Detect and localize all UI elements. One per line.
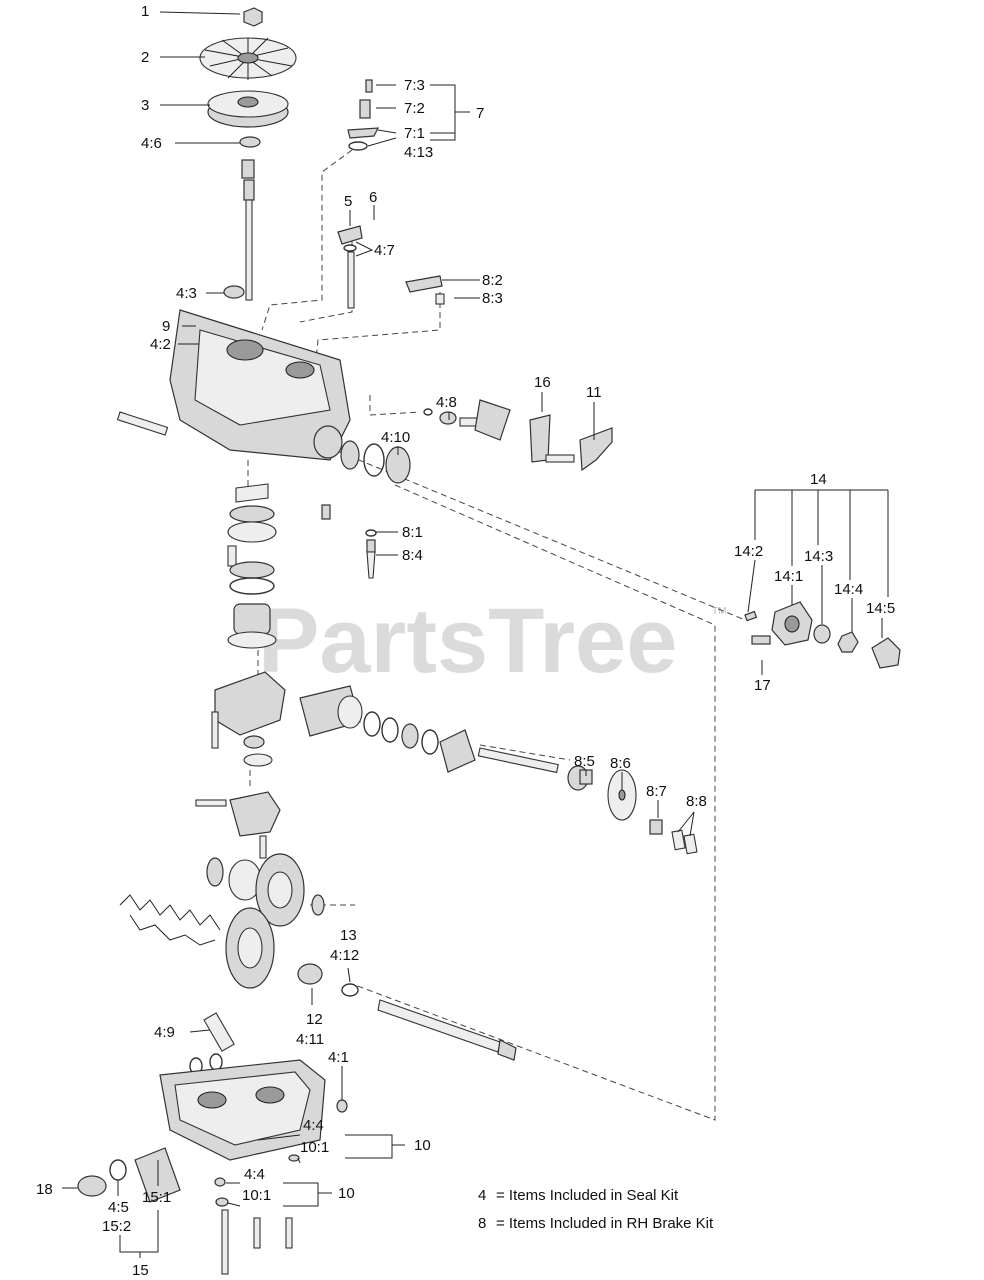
callout-4-4-upper: 4:4 [303, 1117, 324, 1134]
callout-14-2: 14:2 [734, 543, 763, 560]
legend-text-seal-kit: = Items Included in Seal Kit [496, 1187, 679, 1204]
watermark: PartsTree [258, 590, 677, 692]
legend-number-seal-kit: 4 [478, 1187, 486, 1204]
callout-8-2: 8:2 [482, 272, 503, 289]
callout-7: 7 [476, 105, 484, 122]
callout-16: 16 [534, 374, 551, 391]
callout-14-4: 14:4 [834, 581, 863, 598]
part-arm-5 [337, 225, 363, 309]
part-plug [223, 285, 245, 299]
callout-14-5: 14:5 [866, 600, 895, 617]
callout-7-2: 7:2 [404, 100, 425, 117]
callout-10-1-lower: 10:1 [242, 1187, 271, 1204]
part-spring-small [321, 504, 331, 520]
callout-4-2: 4:2 [150, 336, 171, 353]
part-seal-top [239, 136, 261, 148]
watermark-trademark: TM [712, 606, 726, 617]
callout-7-1: 7:1 [404, 125, 425, 142]
callout-4-6: 4:6 [141, 135, 162, 152]
callout-4-13: 4:13 [404, 144, 433, 161]
part-brake-shaft [423, 408, 491, 427]
callout-10-lower: 10 [338, 1185, 355, 1202]
part-brake-arm [405, 275, 445, 305]
callout-labels: 1 2 3 4:6 7:3 7:2 7 7:1 4:13 5 6 4:7 8:2… [36, 3, 895, 1279]
part-center-section [195, 671, 286, 859]
callout-15-2: 15:2 [102, 1218, 131, 1235]
part-lever-11 [579, 427, 613, 472]
callout-9: 9 [162, 318, 170, 335]
callout-5: 5 [344, 193, 352, 210]
callout-8-4: 8:4 [402, 547, 423, 564]
part-input-shaft [241, 159, 255, 301]
callout-11: 11 [586, 384, 602, 401]
part-brake-pads [649, 819, 698, 855]
callout-8-6: 8:6 [610, 755, 631, 772]
part-shaft-left [116, 411, 169, 436]
callout-15: 15 [132, 1262, 149, 1279]
callout-8-7: 8:7 [646, 783, 667, 800]
callout-13: 13 [340, 927, 357, 944]
part-bolts-bottom [214, 1177, 293, 1275]
callout-14-3: 14:3 [804, 548, 833, 565]
part-lower-housing [159, 1012, 348, 1162]
callout-4-4-lower: 4:4 [244, 1166, 265, 1183]
part-bearing-12 [297, 963, 359, 997]
callout-4-9: 4:9 [154, 1024, 175, 1041]
callout-1: 1 [141, 3, 149, 20]
part-nut [243, 7, 263, 27]
callout-6: 6 [369, 189, 377, 206]
callout-4-7: 4:7 [374, 242, 395, 259]
part-motor-block [299, 685, 589, 791]
part-pulley [207, 90, 289, 128]
callout-7-3: 7:3 [404, 77, 425, 94]
part-fan [199, 37, 297, 80]
part-axle [377, 999, 517, 1061]
callout-4-10: 4:10 [381, 429, 410, 446]
callout-10-upper: 10 [414, 1137, 431, 1154]
callout-8-8: 8:8 [686, 793, 707, 810]
callout-14: 14 [810, 471, 827, 488]
callout-18: 18 [36, 1181, 53, 1198]
callout-17: 17 [754, 677, 771, 694]
part-center-stack [227, 483, 277, 649]
callout-8-3: 8:3 [482, 290, 503, 307]
part-hub-14 [744, 601, 901, 669]
part-upper-housing [169, 309, 351, 461]
part-pin-8-4 [365, 529, 377, 579]
callout-8-1: 8:1 [402, 524, 423, 541]
part-clips-row [119, 894, 221, 946]
callout-2: 2 [141, 49, 149, 66]
legend-text-brake-kit: = Items Included in RH Brake Kit [496, 1215, 714, 1232]
callout-4-8: 4:8 [436, 394, 457, 411]
callout-4-12: 4:12 [330, 947, 359, 964]
part-brake-disc [579, 769, 637, 821]
callout-4-3: 4:3 [176, 285, 197, 302]
part-arm-7 [347, 79, 380, 151]
legend: 4 = Items Included in Seal Kit 8 = Items… [478, 1187, 714, 1232]
callout-3: 3 [141, 97, 149, 114]
callout-leaders [62, 11, 889, 1258]
part-lever-16 [474, 399, 575, 463]
callout-4-1: 4:1 [328, 1049, 349, 1066]
callout-4-5: 4:5 [108, 1199, 129, 1216]
part-gears [206, 853, 325, 989]
callout-15-1: 15:1 [142, 1189, 171, 1206]
callout-8-5: 8:5 [574, 753, 595, 770]
callout-4-11: 4:11 [296, 1031, 324, 1048]
part-seals-right [340, 440, 411, 484]
callout-12: 12 [306, 1011, 323, 1028]
legend-number-brake-kit: 8 [478, 1215, 486, 1232]
callout-10-1-upper: 10:1 [300, 1139, 329, 1156]
callout-14-1: 14:1 [774, 568, 803, 585]
